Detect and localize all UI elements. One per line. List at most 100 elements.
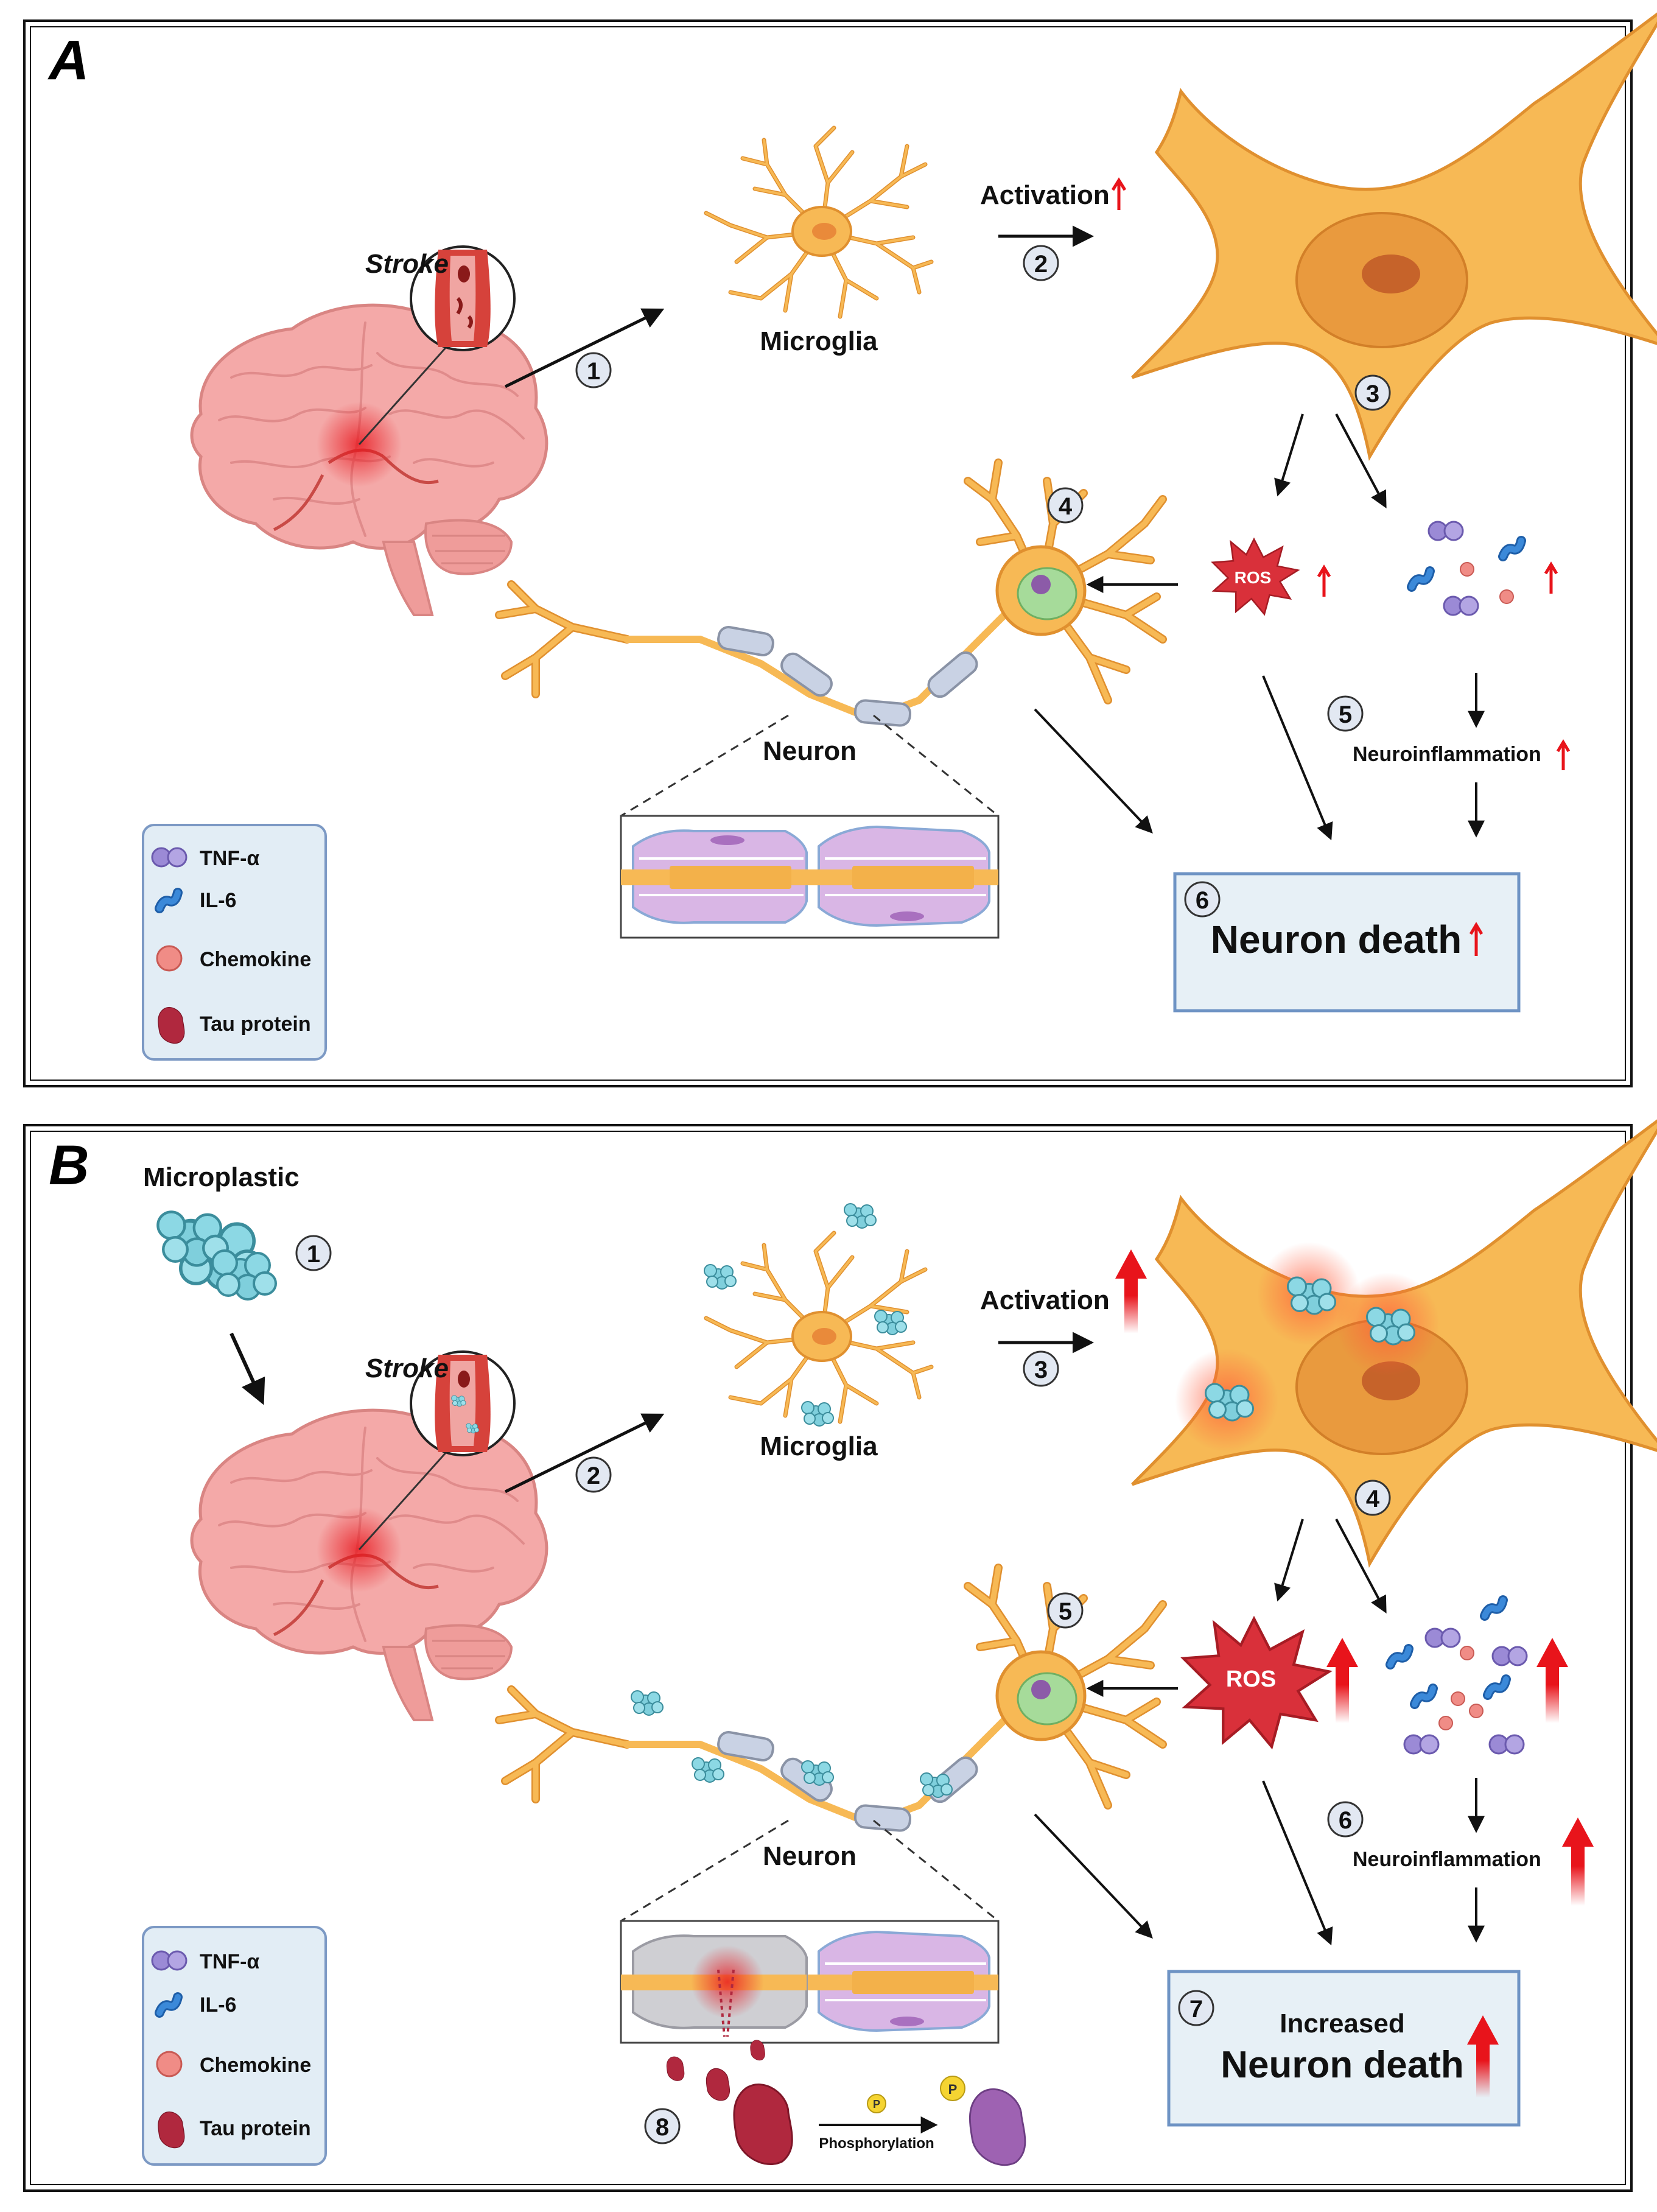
outcome-box: 7 Increased Neuron death bbox=[1167, 1970, 1521, 2127]
stroke-label: Stroke bbox=[365, 1354, 449, 1383]
step-marker-4: 4 bbox=[1047, 487, 1084, 524]
ros-label: ROS bbox=[1235, 568, 1272, 587]
step-marker-2: 2 bbox=[1023, 245, 1059, 281]
arrow-ros-to-death bbox=[1262, 675, 1333, 841]
step-marker-1: 1 bbox=[295, 1235, 332, 1271]
outcome-line1: Increased bbox=[1280, 2009, 1404, 2038]
large-increase-arrow-icon bbox=[1115, 1249, 1147, 1333]
legend-label-tnf: TNF-α bbox=[200, 847, 259, 870]
arrow-microplastic-to-brain bbox=[229, 1332, 265, 1405]
death-increase-icon bbox=[1467, 2015, 1499, 2098]
step-marker-5: 5 bbox=[1047, 1592, 1084, 1629]
zoom-line-right bbox=[873, 714, 999, 817]
outcome-line2: Neuron death bbox=[1221, 2044, 1464, 2086]
legend-label-il6: IL-6 bbox=[200, 1993, 236, 2017]
microglia-label: Microglia bbox=[760, 326, 878, 356]
arrow-brain-to-microglia bbox=[504, 308, 665, 388]
chemokine-icon bbox=[156, 945, 183, 972]
cytokine-increase-icon bbox=[1544, 561, 1558, 594]
increase-arrow-icon bbox=[1111, 177, 1127, 210]
step-marker-2: 2 bbox=[575, 1456, 612, 1493]
step-marker-3: 3 bbox=[1354, 374, 1391, 411]
activation-label: Activation bbox=[980, 180, 1110, 210]
microglia-label: Microglia bbox=[760, 1431, 878, 1461]
outcome-box: 6 Neuron death bbox=[1173, 872, 1521, 1013]
arrow-brain-to-microglia bbox=[504, 1413, 665, 1494]
microplastic-inflammation-sites bbox=[1175, 1242, 1440, 1452]
panel-b-letter: B bbox=[49, 1134, 89, 1196]
outcome-label: Neuron death bbox=[1211, 918, 1462, 961]
legend-label-tau: Tau protein bbox=[200, 2117, 311, 2140]
legend-label-chemokine: Chemokine bbox=[200, 948, 311, 971]
svg-text:4: 4 bbox=[1059, 493, 1073, 520]
legend-label-tau: Tau protein bbox=[200, 1013, 311, 1036]
phosphate-icon bbox=[867, 2094, 886, 2113]
myelin-sheath-zoom bbox=[620, 815, 1000, 939]
svg-text:5: 5 bbox=[1059, 1598, 1072, 1625]
panel-a: A Stroke 1 Microglia Activation bbox=[23, 6, 1657, 1087]
svg-text:7: 7 bbox=[1189, 1996, 1203, 2023]
legend-label-tnf: TNF-α bbox=[200, 1950, 259, 1973]
zoom-line-right bbox=[873, 1819, 999, 1922]
legend-label-il6: IL-6 bbox=[200, 889, 236, 912]
phosphate-label-small: P bbox=[873, 2098, 880, 2110]
step-marker-6 bbox=[1184, 881, 1221, 918]
step-marker-1: 1 bbox=[575, 352, 612, 388]
damaged-myelin-zoom bbox=[620, 1920, 1000, 2044]
tau-phosphorylation: P Phosphorylation P bbox=[666, 2040, 1026, 2166]
phosphate-icon bbox=[940, 2076, 965, 2101]
svg-text:2: 2 bbox=[1034, 251, 1048, 278]
legend-box: TNF-α IL-6 Chemokine Tau protein bbox=[142, 824, 327, 1061]
stroke-label: Stroke bbox=[365, 249, 449, 279]
svg-text:2: 2 bbox=[587, 1462, 600, 1489]
cytokine-increase-icon bbox=[1536, 1638, 1568, 1723]
panel-b: B Microplastic 1 Stroke 2 bbox=[23, 1113, 1657, 2192]
neuron-label: Neuron bbox=[763, 1841, 857, 1871]
zoom-line-left bbox=[620, 714, 789, 817]
neuroinflammation-label: Neuroinflammation bbox=[1353, 1848, 1541, 1871]
phosphorylated-tau-icon bbox=[969, 2088, 1026, 2166]
step-marker-6: 6 bbox=[1327, 1801, 1364, 1838]
stroke-vessel-zoom bbox=[358, 1350, 516, 1551]
panel-a-letter: A bbox=[47, 29, 89, 91]
microplastic-label: Microplastic bbox=[143, 1162, 300, 1192]
step-marker-3: 3 bbox=[1023, 1350, 1059, 1387]
svg-text:1: 1 bbox=[587, 358, 600, 385]
arrow-to-ros bbox=[1274, 413, 1304, 497]
ros-increase-icon bbox=[1326, 1638, 1358, 1723]
phosphate-label: P bbox=[948, 2082, 958, 2097]
step-marker-4: 4 bbox=[1354, 1480, 1391, 1516]
activation-label: Activation bbox=[980, 1285, 1110, 1315]
svg-text:1: 1 bbox=[307, 1241, 320, 1268]
legend-label-chemokine: Chemokine bbox=[200, 2054, 311, 2077]
neuroinflammation-label: Neuroinflammation bbox=[1353, 743, 1541, 766]
arrow-to-ros bbox=[1274, 1519, 1304, 1602]
step-marker-8: 8 bbox=[644, 2108, 681, 2144]
svg-text:3: 3 bbox=[1366, 381, 1379, 407]
ros-increase-icon bbox=[1317, 564, 1331, 597]
inflammation-increase-icon bbox=[1556, 739, 1571, 770]
phosphorylation-label: Phosphorylation bbox=[819, 2135, 934, 2152]
arrow-neuron-to-death bbox=[1034, 1813, 1153, 1939]
death-increase-icon bbox=[1469, 922, 1484, 956]
stroke-vessel-zoom bbox=[358, 245, 516, 446]
arrow-to-cytokines bbox=[1335, 413, 1387, 508]
svg-text:4: 4 bbox=[1366, 1486, 1380, 1512]
svg-text:6: 6 bbox=[1196, 887, 1209, 914]
arrow-ros-to-death bbox=[1262, 1780, 1333, 1946]
step-marker-7 bbox=[1178, 1990, 1214, 2026]
arrow-to-cytokines bbox=[1335, 1519, 1387, 1613]
arrow-neuron-to-death bbox=[1034, 708, 1153, 834]
svg-text:5: 5 bbox=[1339, 701, 1352, 728]
svg-text:8: 8 bbox=[656, 2114, 669, 2141]
ros-label: ROS bbox=[1226, 1666, 1276, 1692]
inflammation-increase-icon bbox=[1562, 1817, 1594, 1906]
zoom-line-left bbox=[620, 1819, 789, 1922]
svg-text:6: 6 bbox=[1339, 1807, 1352, 1834]
chemokine-icon bbox=[156, 2051, 183, 2077]
legend-box: TNF-α IL-6 Chemokine Tau protein bbox=[142, 1926, 327, 2166]
step-marker-5: 5 bbox=[1327, 695, 1364, 732]
svg-text:3: 3 bbox=[1034, 1357, 1048, 1383]
neuron-label: Neuron bbox=[763, 736, 857, 766]
